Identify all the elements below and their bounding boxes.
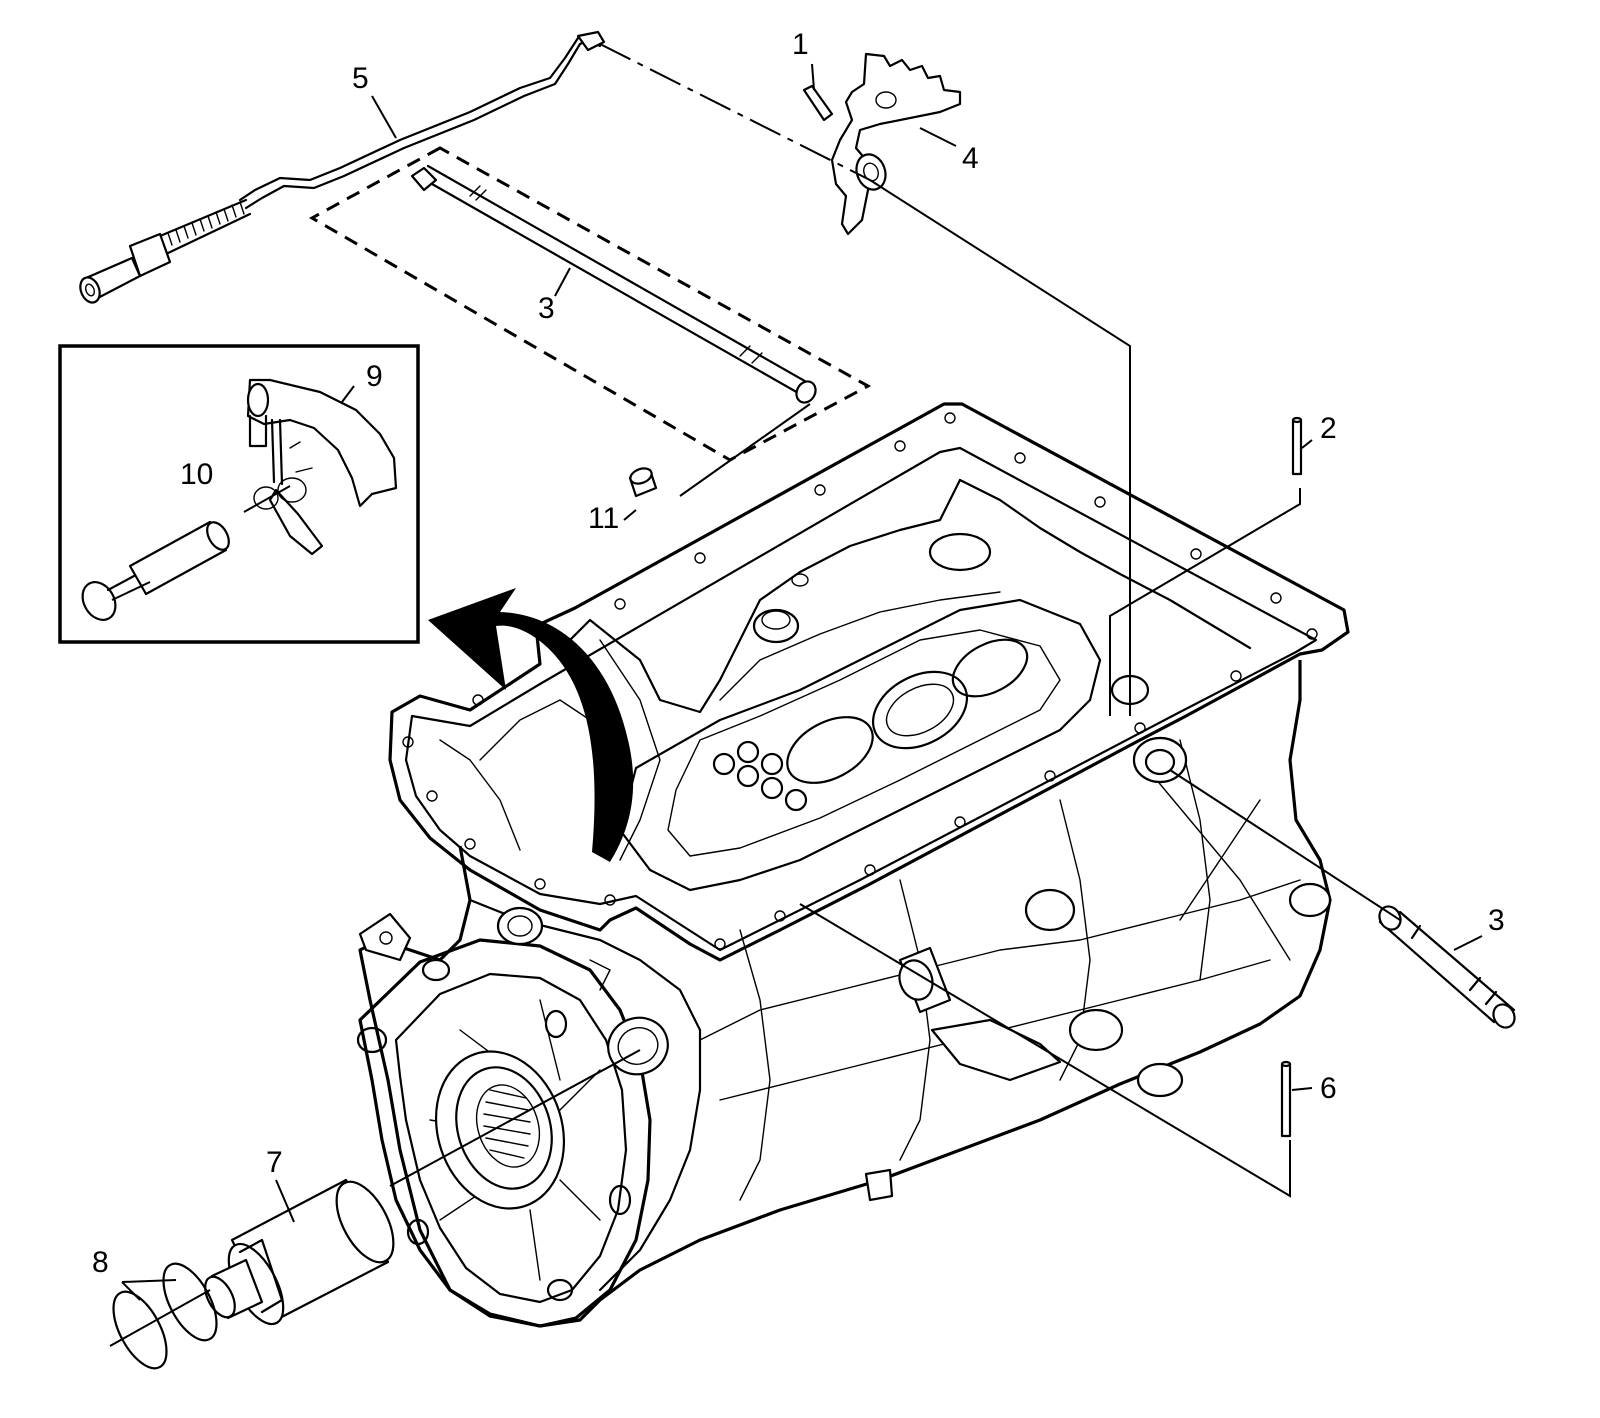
shift-rod-part-5: [79, 30, 606, 304]
rotation-arrow: [428, 588, 634, 862]
alignment-lines: [109, 43, 1401, 1347]
inset-detail-box: [58, 344, 420, 644]
piston-sleeve-part-7: [204, 1178, 395, 1326]
callout-leaders: [121, 63, 1483, 1301]
callout-5: 5: [352, 62, 369, 95]
callout-3-right: 3: [1488, 904, 1505, 937]
callout-labels: 1 2 3 3 4 5 6 7 8 9 10 11: [92, 28, 1505, 1279]
callout-2: 2: [1320, 412, 1337, 445]
callout-10: 10: [180, 458, 213, 491]
callout-11: 11: [588, 502, 619, 535]
detent-lever-part-4: [830, 52, 962, 236]
callout-4: 4: [962, 142, 979, 175]
transmission-case: [356, 402, 1350, 1328]
callout-6: 6: [1320, 1072, 1337, 1105]
callout-3-top: 3: [538, 292, 555, 325]
dowel-pin-part-6: [1280, 1060, 1292, 1138]
callout-1: 1: [792, 28, 809, 61]
spring-pin-part-1: [802, 84, 834, 122]
plug-part-11: [628, 467, 658, 498]
callout-9: 9: [366, 360, 383, 393]
callout-7: 7: [266, 1146, 283, 1179]
shaft-part-3-top: [308, 146, 872, 462]
callout-8: 8: [92, 1246, 109, 1279]
dowel-pin-part-2: [1291, 416, 1303, 476]
